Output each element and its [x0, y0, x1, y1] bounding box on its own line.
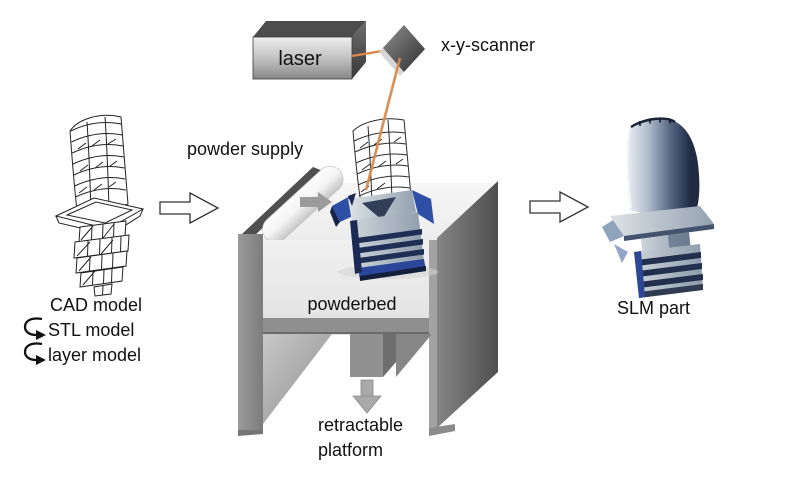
slm-part-platform-edge	[624, 224, 714, 241]
xy-scanner: x-y-scanner	[379, 25, 535, 76]
caption-layer-model: layer model	[48, 345, 141, 365]
slm-part-platform	[610, 206, 714, 236]
laser-box: laser	[252, 21, 366, 80]
slm-part-label: SLM part	[617, 298, 690, 318]
right-leg-inner-face	[396, 334, 432, 377]
slm-part-airfoil	[626, 117, 700, 215]
built-part-top-left-shadow	[348, 193, 356, 206]
slm-part-rim-serration	[639, 117, 671, 126]
caption-cad-model: CAD model	[50, 295, 142, 315]
laser-beam-to-part	[364, 57, 402, 191]
slm-part-blue-cast	[614, 244, 628, 263]
curved-arrow-icon	[23, 342, 46, 365]
built-part-root	[330, 190, 434, 281]
built-part-shroud-hollow	[362, 197, 396, 220]
right-leg-foot	[429, 424, 455, 436]
right-leg-front-edge	[429, 240, 437, 430]
curved-arrow-icon	[23, 317, 46, 340]
left-pillar	[238, 234, 263, 430]
retractable-platform-label-line1: retractable	[318, 415, 403, 435]
wireframe-blade-outline	[69, 114, 129, 213]
laser-box-side-face	[352, 21, 366, 79]
laser-label: laser	[278, 48, 322, 70]
built-part-right-wing	[412, 190, 434, 224]
slm-part-leading-edge-highlight	[626, 127, 632, 209]
slm-part-groove-1	[637, 252, 701, 266]
flow-arrow-right	[529, 190, 590, 224]
spread-direction-arrow-icon	[300, 192, 332, 212]
frame-bar-shadow	[262, 332, 437, 335]
built-part-groove-3	[358, 249, 424, 264]
slm-part-airfoil-rim	[630, 117, 676, 129]
caption-stl-model: STL model	[48, 320, 134, 340]
slm-part-groove-2	[638, 263, 702, 277]
frame-bar	[262, 318, 437, 332]
built-part-left-edge	[350, 220, 362, 274]
scanner-mirror	[383, 25, 425, 72]
laser-box-front-face	[252, 36, 353, 80]
platform-down-arrow-icon	[352, 379, 382, 414]
left-pillar-foot	[238, 430, 263, 436]
built-part-base-shadow	[360, 266, 426, 281]
built-part-groove-1	[356, 229, 422, 244]
slm-machine	[238, 165, 498, 436]
right-side-panel	[437, 181, 498, 428]
powder-supply-label: powder supply	[187, 139, 303, 159]
scanner-label: x-y-scanner	[441, 35, 535, 55]
flow-arrow-left	[159, 191, 220, 225]
retractable-platform-label-line2: platform	[318, 440, 383, 460]
machine-left-rim	[242, 167, 323, 238]
slm-part-root-bottom	[639, 284, 703, 298]
slm-part	[602, 117, 714, 298]
cad-wireframe-model	[54, 114, 145, 297]
powderbed-label: powderbed	[307, 294, 396, 314]
piston-side	[383, 334, 396, 377]
built-part-groove-2	[357, 239, 423, 254]
built-part-left-wing-shadow	[330, 206, 340, 227]
slm-part-groove-3	[639, 274, 703, 288]
slm-part-root-left-edge	[634, 251, 645, 298]
laser-box-top-face	[253, 21, 366, 37]
left-leg-inner-face	[263, 334, 332, 424]
piston-front	[350, 334, 383, 377]
